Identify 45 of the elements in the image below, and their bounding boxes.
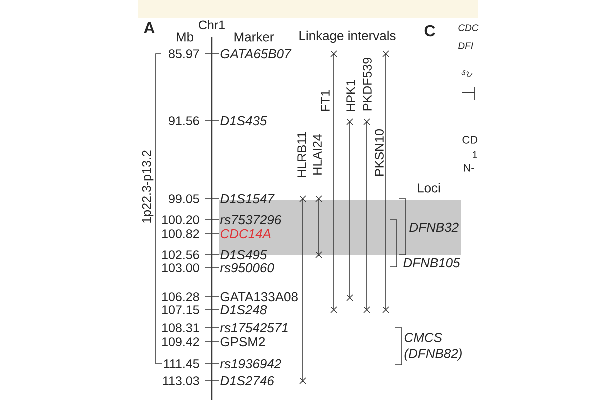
- mb-position: 102.56: [162, 250, 200, 260]
- text-fragment: N-: [464, 164, 474, 172]
- interval-name: PKSN10: [375, 130, 384, 176]
- mb-position: 109.42: [162, 338, 200, 346]
- marker-name: rs950060: [220, 263, 274, 273]
- mb-position: 108.31: [162, 324, 200, 332]
- marker-name: D1S248: [220, 305, 268, 315]
- locus-name: CMCS (DFNB82): [404, 333, 462, 361]
- marker-name: rs1936942: [220, 359, 282, 369]
- marker-name: rs7537296: [220, 215, 282, 225]
- interval-name: PKDF539: [363, 58, 372, 111]
- mb-position: 103.00: [162, 264, 200, 272]
- locus-name: DFNB32: [410, 222, 459, 232]
- region-label: 1p22.3-p13.2: [142, 150, 154, 223]
- marker-name: D1S495: [220, 250, 268, 260]
- marker-name: GPSM2: [220, 337, 266, 347]
- mb-position: 91.56: [169, 116, 200, 126]
- column-header: Linkage intervals: [300, 30, 396, 44]
- marker-name: GATA65B07: [220, 49, 292, 59]
- mb-position: 99.05: [169, 194, 200, 204]
- text-fragment: CD: [462, 136, 478, 144]
- mb-position: 85.97: [169, 50, 200, 58]
- text-fragment: 1: [473, 152, 478, 158]
- interval-name: HLRB11: [298, 132, 306, 178]
- mb-position: 113.03: [163, 376, 200, 386]
- mb-position: 111.45: [164, 360, 200, 368]
- mb-position: 100.20: [162, 216, 200, 224]
- marker-name: GATA133A08: [220, 292, 298, 302]
- column-header: Mb: [177, 32, 194, 42]
- marker-name: rs17542571: [220, 323, 288, 333]
- interval-name: HPK1: [346, 80, 356, 112]
- text-fragment: DFI: [458, 42, 474, 50]
- mb-position: 107.15: [162, 306, 200, 314]
- marker-name: D1S435: [220, 116, 268, 126]
- marker-name: D1S2746: [220, 376, 274, 386]
- column-header: Loci: [418, 183, 440, 193]
- mb-position: 100.82: [162, 230, 200, 238]
- marker-name: CDC14A: [220, 229, 271, 239]
- top-band: [138, 0, 478, 18]
- marker-name: D1S1547: [220, 194, 275, 204]
- mb-position: 106.28: [162, 292, 200, 302]
- interval-name: FT1: [321, 90, 330, 112]
- column-header: Marker: [234, 32, 274, 42]
- interval-name: HLAI24: [313, 134, 322, 175]
- locus-name: DFNB105: [404, 258, 460, 268]
